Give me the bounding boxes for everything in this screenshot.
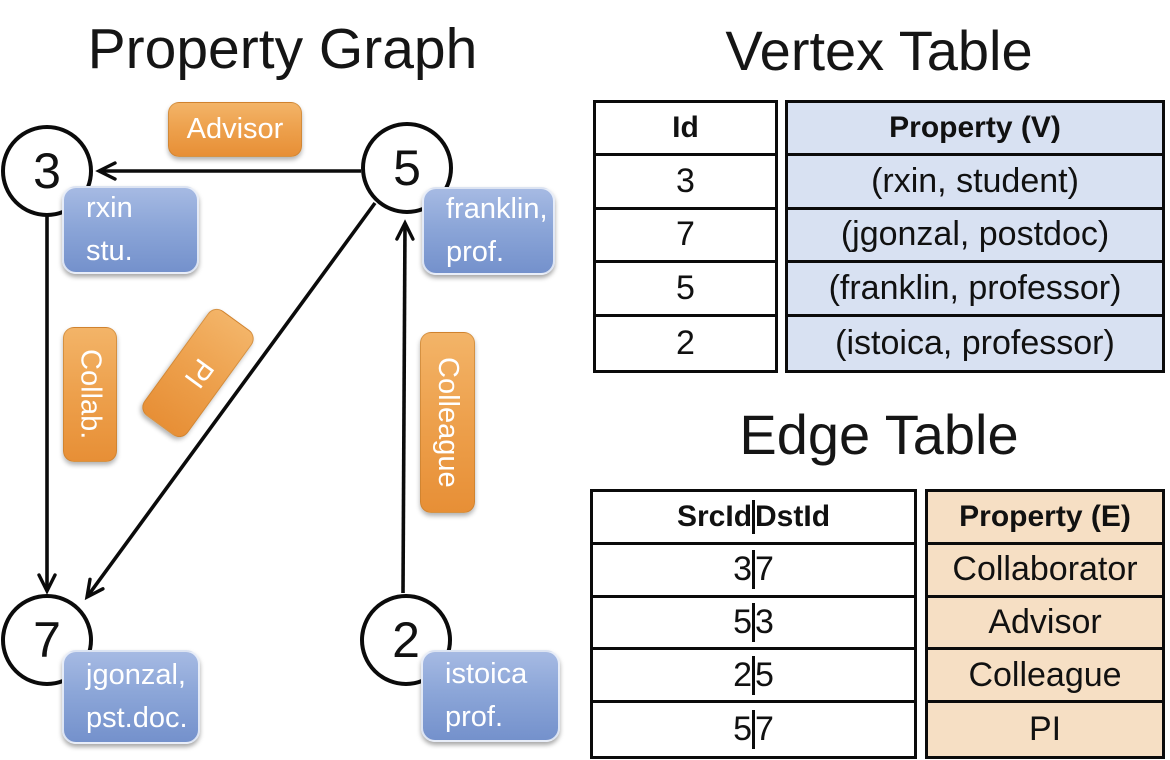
edge-id-row: 5 3	[593, 598, 914, 651]
vertex-box-istoica-line2: prof.	[445, 701, 504, 733]
edge-property-cell: PI	[928, 703, 1162, 756]
vertex-table-property-column: Property (V) (rxin, student) (jgonzal, p…	[785, 100, 1165, 373]
edge-header-row: SrcId DstId	[593, 492, 914, 545]
vertex-box-franklin: franklin, prof.	[422, 187, 555, 275]
edge-label-colleague: Colleague	[420, 332, 475, 513]
edge-id-row: 5 7	[593, 703, 914, 756]
node-circle-3: 3	[1, 125, 93, 217]
edge-id-row: 3 7	[593, 545, 914, 598]
vertex-id-cell: 2	[676, 323, 695, 362]
edge-5-to-7	[84, 201, 377, 601]
vertex-box-rxin: rxin stu.	[62, 186, 199, 274]
vertex-id-cell: 3	[596, 156, 775, 210]
edge-srcid-header: SrcId	[677, 499, 756, 534]
edge-dstid-header: DstId	[755, 499, 831, 533]
edge-label-pi-text: PI	[177, 352, 220, 394]
property-graph-title: Property Graph	[87, 17, 478, 81]
edge-label-collab: Collab.	[63, 327, 117, 462]
vertex-table-title: Vertex Table	[725, 19, 1033, 82]
vertex-id-header: Id	[596, 103, 775, 157]
edge-property-cell: Colleague	[928, 650, 1162, 704]
edge-label-advisor: Advisor	[168, 102, 302, 157]
edge-label-colleague-text: Colleague	[432, 357, 464, 488]
edge-id-row: 2 5	[593, 650, 914, 704]
edge-src-cell: 5	[733, 710, 755, 750]
node-id-7: 7	[33, 612, 61, 668]
edge-src-cell: 2	[733, 655, 755, 695]
edge-table-title: Edge Table	[739, 403, 1019, 466]
vertex-property-cell: (jgonzal, postdoc)	[788, 209, 1162, 264]
vertex-property-cell: (istoica, professor)	[788, 316, 1162, 370]
vertex-box-rxin-line2: stu.	[86, 235, 133, 267]
vertex-box-franklin-line1: franklin,	[446, 192, 548, 225]
edge-table-id-columns: SrcId DstId 3 7 5 3 2 5 5 7	[590, 489, 917, 759]
node-id-3: 3	[33, 143, 61, 199]
vertex-box-jgonzal-line1: jgonzal,	[86, 658, 186, 691]
node-circle-5: 5	[361, 122, 453, 214]
vertex-box-istoica-line1: istoica	[445, 657, 528, 690]
vertex-box-jgonzal-line2: pst.doc.	[86, 702, 188, 734]
graph-edges-layer	[37, 161, 415, 601]
vertex-id-cell: 5	[596, 263, 775, 317]
edge-dst-cell: 7	[755, 550, 774, 589]
edge-2-to-5	[395, 219, 415, 594]
edge-label-advisor-text: Advisor	[186, 113, 284, 145]
vertex-table-id-column: Id 3 7 5 2	[593, 100, 778, 373]
edge-table-property-column: Property (E) Collaborator Advisor Collea…	[925, 489, 1165, 759]
edge-dst-cell: 3	[755, 602, 774, 641]
edge-label-collab-text: Collab.	[74, 349, 107, 440]
vertex-box-istoica: istoica prof.	[421, 650, 560, 742]
vertex-property-header: Property (V)	[788, 103, 1162, 157]
node-id-5: 5	[393, 140, 421, 196]
edge-dst-cell: 7	[755, 710, 774, 749]
node-id-2: 2	[392, 612, 420, 668]
edge-src-cell: 5	[733, 602, 755, 642]
edge-property-cell: Advisor	[928, 597, 1162, 651]
vertex-property-cell: (rxin, student)	[788, 156, 1162, 210]
vertex-id-cell: 7	[596, 210, 775, 264]
edge-property-cell: Collaborator	[928, 544, 1162, 598]
vertex-box-franklin-line2: prof.	[446, 236, 505, 268]
edge-property-header: Property (E)	[928, 492, 1162, 545]
edge-src-cell: 3	[733, 550, 755, 590]
vertex-box-rxin-line1: rxin	[86, 191, 133, 224]
edge-dst-cell: 5	[755, 655, 774, 694]
vertex-property-cell: (franklin, professor)	[788, 263, 1162, 317]
vertex-box-jgonzal: jgonzal, pst.doc.	[62, 650, 200, 744]
